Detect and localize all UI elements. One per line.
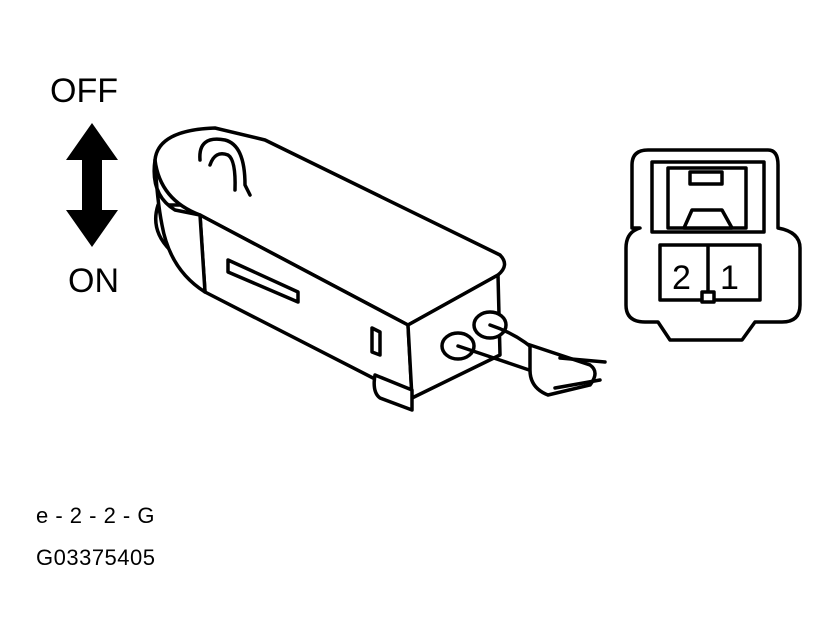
- wire-leads: [456, 323, 607, 397]
- switch-body: [152, 126, 508, 412]
- connector-face-view: [624, 148, 802, 342]
- connector-pin-2-label: 2: [672, 259, 691, 297]
- figure-code: e - 2 - 2 - G: [36, 503, 155, 528]
- off-label: OFF: [50, 72, 118, 110]
- figure-id: G03375405: [36, 545, 156, 570]
- on-label: ON: [68, 262, 119, 300]
- off-on-double-arrow-icon: [66, 123, 118, 247]
- connector-pin-1-label: 1: [720, 259, 739, 297]
